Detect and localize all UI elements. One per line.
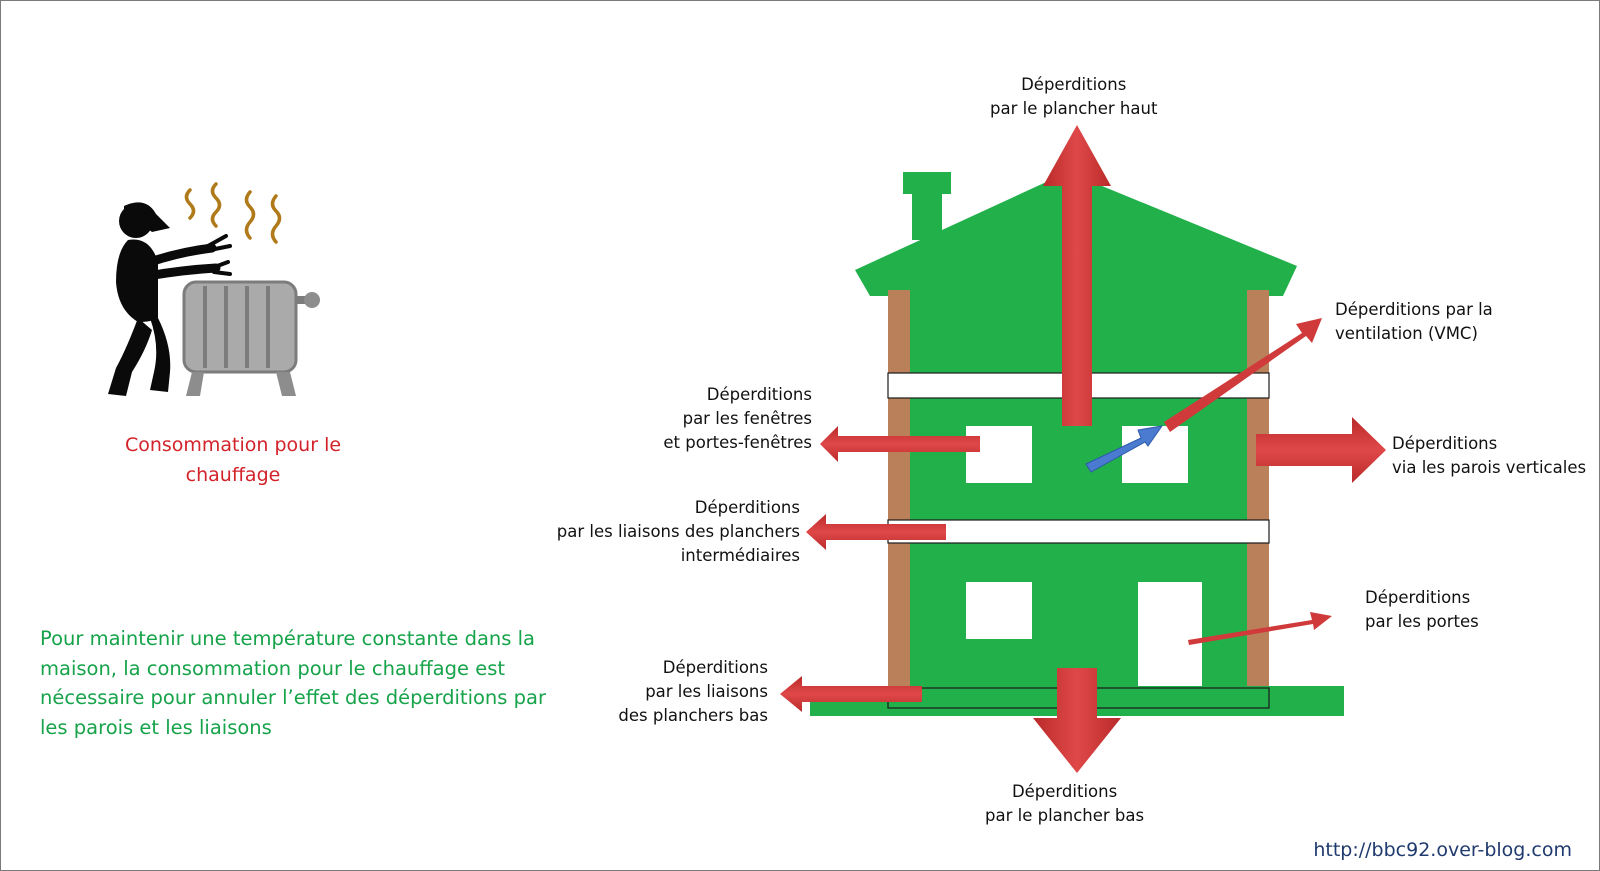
arrow-right-walls <box>1256 417 1386 483</box>
heat-loss-arrows <box>780 125 1386 773</box>
label-planchers-bas-liaisons: Déperditions par les liaisons des planch… <box>618 658 768 725</box>
radiator-icon <box>182 280 320 396</box>
heating-caption: Consommation pour le chauffage <box>124 434 342 486</box>
arrow-left-windows <box>820 426 980 462</box>
door <box>1138 582 1202 686</box>
label-plancher-haut: Déperditions par le plancher haut <box>990 75 1158 118</box>
arrow-vmc-inlet <box>1085 425 1164 473</box>
label-plancher-bas: Déperditions par le plancher bas <box>985 782 1145 825</box>
window <box>966 426 1032 483</box>
right-wall-section <box>1247 290 1269 686</box>
person-warming-icon <box>108 202 232 396</box>
arrow-ventilation <box>1164 318 1322 432</box>
arrow-up-roof <box>1043 125 1111 426</box>
left-wall-section <box>888 290 910 686</box>
window <box>966 582 1032 639</box>
arrow-doors <box>1188 612 1332 645</box>
arrow-down-floor <box>1033 668 1121 773</box>
label-parois-verticales: Déperditions via les parois verticales <box>1392 434 1587 477</box>
label-fenetres: Déperditions par les fenêtres et portes-… <box>663 385 812 452</box>
arrow-left-intermediate-floors <box>806 514 946 550</box>
label-planchers-intermediaires: Déperditions par les liaisons des planch… <box>556 498 800 565</box>
explanation-text: Pour maintenir une température constante… <box>40 627 546 739</box>
label-portes: Déperditions par les portes <box>1365 588 1479 631</box>
arrow-left-ground-floors <box>780 676 922 712</box>
steam-icon <box>184 182 282 244</box>
label-ventilation: Déperditions par la ventilation (VMC) <box>1335 300 1493 343</box>
source-url: http://bbc92.over-blog.com <box>1313 839 1572 861</box>
